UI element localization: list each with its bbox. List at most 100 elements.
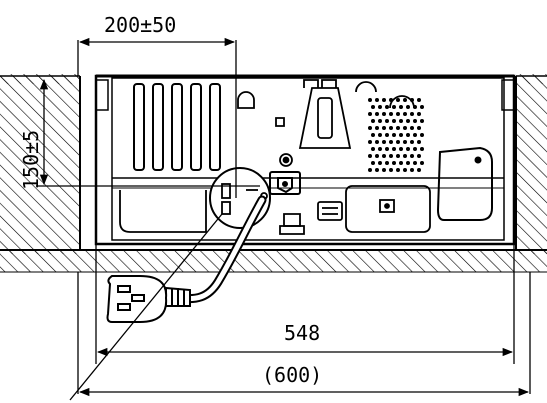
grille-hole	[368, 154, 372, 158]
grille-hole	[403, 168, 407, 172]
grille-hole	[389, 140, 393, 144]
grille-hole	[382, 112, 386, 116]
vent-slots	[133, 83, 221, 171]
grille-hole	[392, 119, 396, 123]
grille-hole	[396, 168, 400, 172]
grille-hole	[403, 98, 407, 102]
dim-side-offset: 150±5	[19, 130, 43, 190]
power-cord	[175, 195, 267, 304]
grille-hole	[389, 112, 393, 116]
grille-hole	[368, 140, 372, 144]
grille-hole	[417, 154, 421, 158]
grille-hole	[382, 126, 386, 130]
bottom-shelf-hatch	[0, 250, 547, 272]
power-plug-icon	[106, 275, 191, 323]
grille-hole	[399, 147, 403, 151]
grille-hole	[389, 168, 393, 172]
grille-hole	[375, 168, 379, 172]
grille-hole	[420, 119, 424, 123]
grille-hole	[417, 168, 421, 172]
grille-hole	[413, 105, 417, 109]
grille-hole	[368, 98, 372, 102]
grille-hole	[420, 105, 424, 109]
dimension-lines	[36, 37, 531, 401]
grille-hole	[403, 140, 407, 144]
grille-hole	[417, 140, 421, 144]
dim-top-offset: 200±50	[104, 13, 176, 37]
grille-hole	[396, 126, 400, 130]
grille-hole	[410, 140, 414, 144]
fan-vent-grille	[368, 98, 424, 172]
grille-hole	[392, 161, 396, 165]
grille-hole	[368, 126, 372, 130]
grille-hole	[403, 154, 407, 158]
grille-hole	[410, 154, 414, 158]
grille-hole	[378, 161, 382, 165]
top-right-hatch	[516, 74, 547, 84]
grille-hole	[371, 147, 375, 151]
grille-hole	[371, 105, 375, 109]
grille-hole	[382, 154, 386, 158]
grille-hole	[378, 133, 382, 137]
grille-hole	[396, 112, 400, 116]
grille-hole	[410, 168, 414, 172]
lower-tray	[119, 185, 431, 235]
dim-inner-width: 548	[284, 321, 320, 345]
grille-hole	[403, 126, 407, 130]
grille-hole	[378, 105, 382, 109]
grille-hole	[375, 154, 379, 158]
side-component	[436, 146, 493, 221]
socket-icon	[269, 171, 301, 195]
dim-outer-width: (600)	[262, 363, 322, 387]
grille-hole	[406, 147, 410, 151]
grille-hole	[389, 126, 393, 130]
grille-hole	[417, 98, 421, 102]
grille-hole	[392, 105, 396, 109]
grille-hole	[399, 119, 403, 123]
grille-hole	[399, 161, 403, 165]
grille-hole	[368, 168, 372, 172]
grille-hole	[406, 105, 410, 109]
grille-hole	[371, 161, 375, 165]
grille-hole	[406, 161, 410, 165]
grille-hole	[413, 161, 417, 165]
grille-hole	[368, 112, 372, 116]
grille-hole	[378, 119, 382, 123]
grille-hole	[385, 161, 389, 165]
grille-hole	[382, 140, 386, 144]
grille-hole	[413, 133, 417, 137]
grille-hole	[375, 112, 379, 116]
grille-hole	[375, 140, 379, 144]
grille-hole	[406, 119, 410, 123]
grille-hole	[382, 168, 386, 172]
grille-hole	[413, 119, 417, 123]
grille-hole	[399, 133, 403, 137]
grille-hole	[413, 147, 417, 151]
grille-hole	[371, 133, 375, 137]
grille-hole	[410, 98, 414, 102]
grille-hole	[410, 112, 414, 116]
grille-hole	[392, 133, 396, 137]
grille-hole	[420, 147, 424, 151]
mounting-features	[237, 79, 415, 167]
grille-hole	[378, 147, 382, 151]
grille-hole	[389, 154, 393, 158]
grille-hole	[375, 98, 379, 102]
grille-hole	[420, 161, 424, 165]
grille-hole	[420, 133, 424, 137]
grille-hole	[385, 119, 389, 123]
grille-hole	[410, 126, 414, 130]
grille-hole	[417, 112, 421, 116]
grille-hole	[396, 98, 400, 102]
grille-hole	[399, 105, 403, 109]
grille-hole	[382, 98, 386, 102]
grille-hole	[385, 133, 389, 137]
grille-hole	[375, 126, 379, 130]
grille-hole	[371, 119, 375, 123]
grille-hole	[385, 105, 389, 109]
grille-hole	[403, 112, 407, 116]
grille-hole	[417, 126, 421, 130]
grille-hole	[396, 140, 400, 144]
right-wall-hatch	[516, 76, 547, 254]
